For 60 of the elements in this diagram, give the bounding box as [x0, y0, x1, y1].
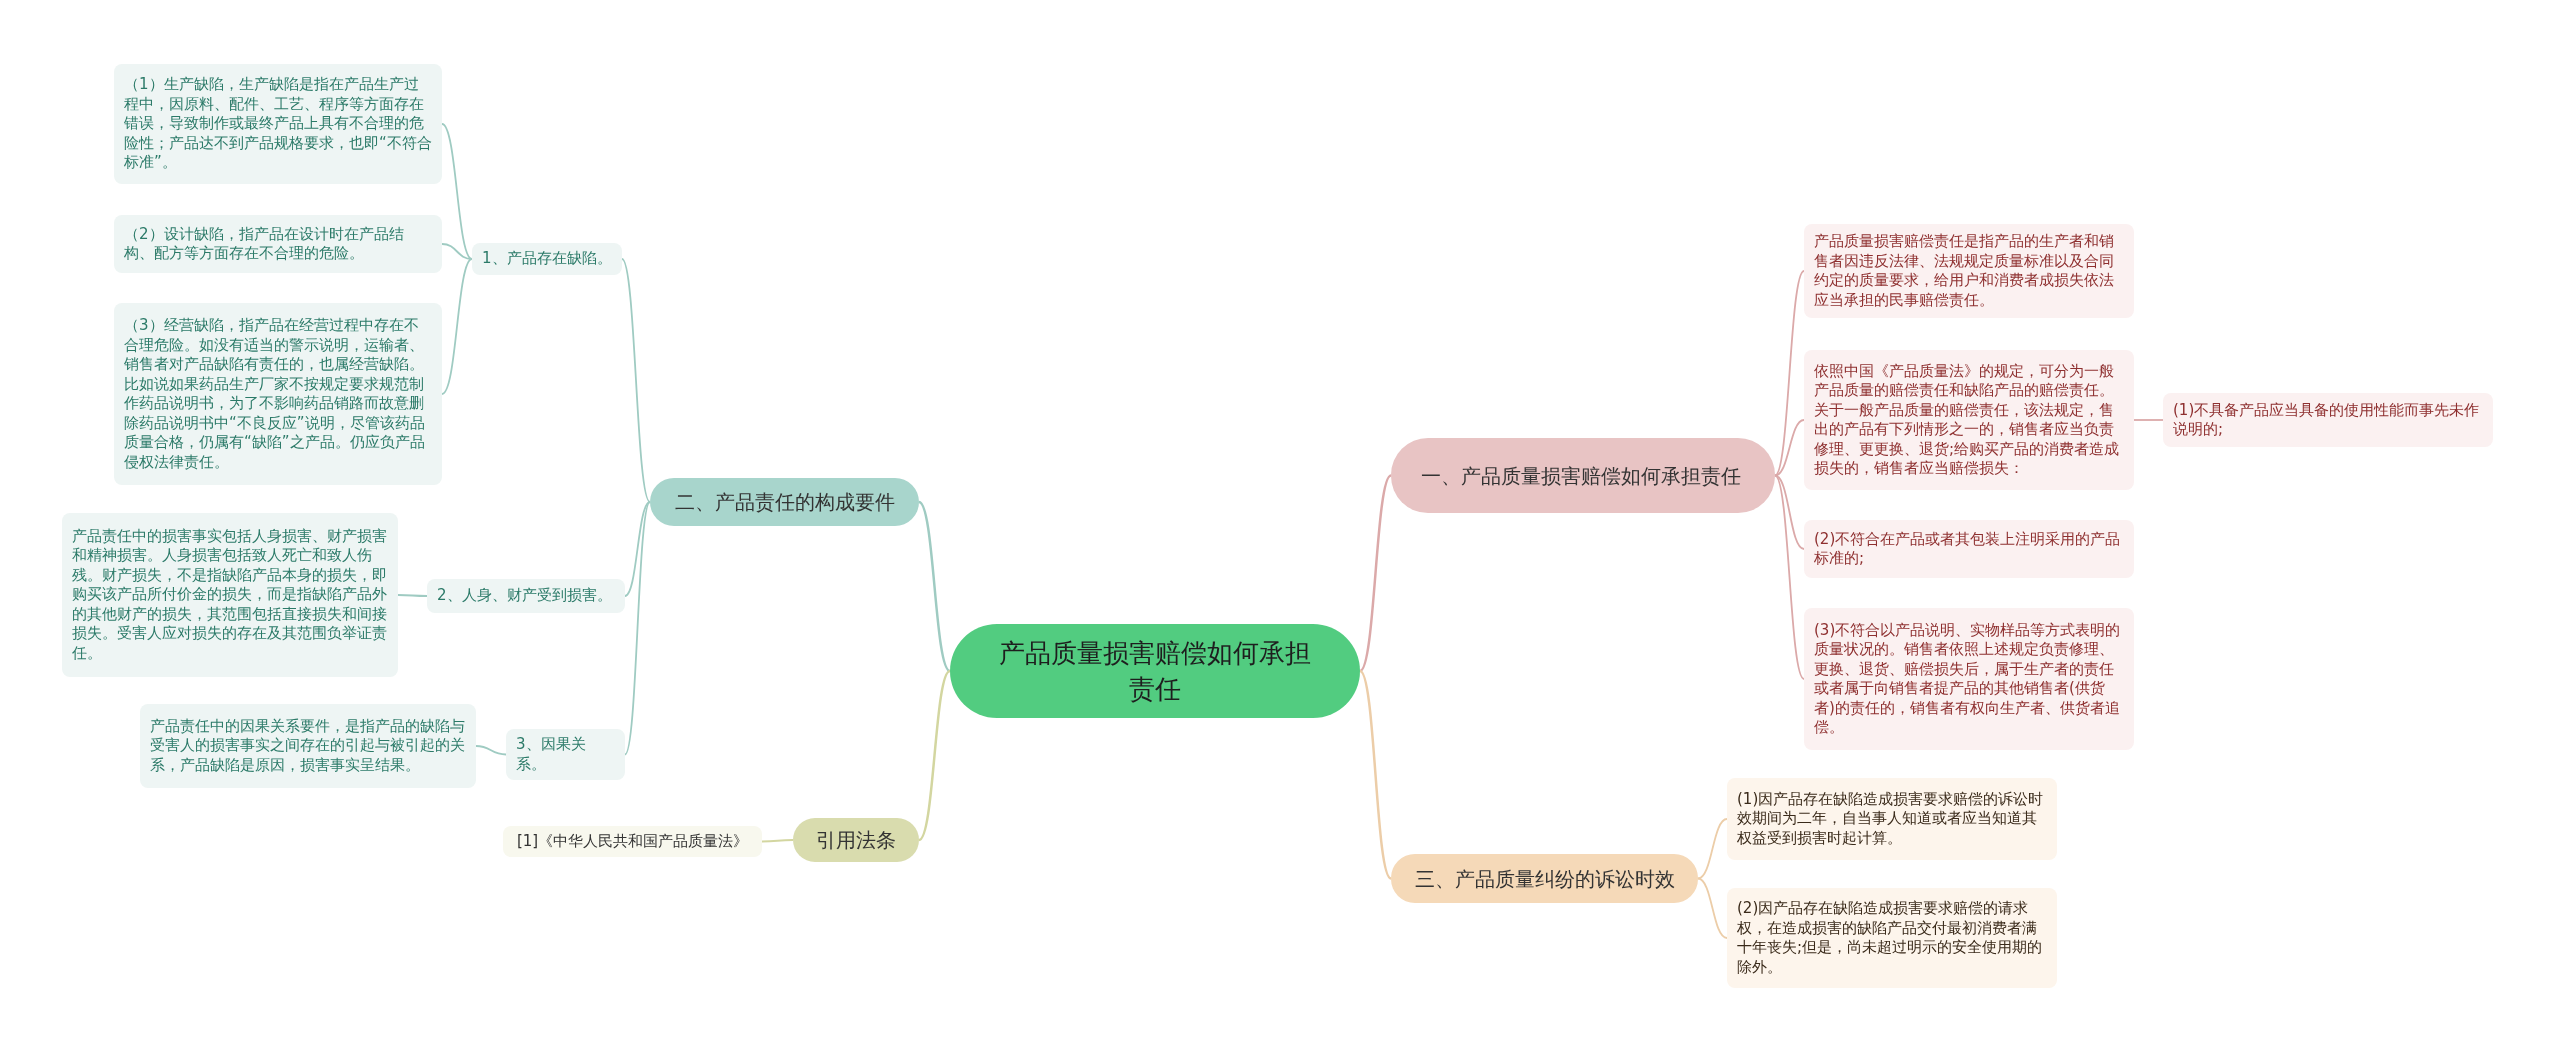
subtopic-box [1804, 350, 2134, 490]
connector-line [441, 243, 473, 260]
topic-text: （3）经营缺陷，指产品在经营过程中存在不合理危险。如没有适当的警示说明，运输者、销售者对产品缺陷有责任的，也属经营缺陷。比如说如果药品生产厂家不按规定要求规范制作药品说明书，为了不影响药品销路而故意删除药品说明书中“不良反应”说明，尽管该药品质量合格，仍属有“缺陷”之产品。仍应负产品侵权法律责任。 [124, 316, 426, 472]
connector-line [1359, 474, 1392, 672]
subtopic-box [1804, 224, 2134, 318]
connector-line [1774, 270, 1805, 477]
connector-line [1774, 474, 1805, 550]
connector-line [441, 258, 473, 395]
topic-text: 1、产品存在缺陷。 [482, 249, 612, 269]
subtopic-box [503, 826, 762, 857]
topic-text: 产品责任中的因果关系要件，是指产品的缺陷与受害人的损害事实之间存在的引起与被引起的关系，产品缺陷是原因，损害事实呈结果。 [150, 716, 466, 776]
subtopic-box [506, 729, 625, 780]
topic-text: (1)不具备产品应当具备的使用性能而事先未作说明的; [2173, 400, 2481, 440]
topic-text: [1]《中华人民共和国产品质量法》 [515, 831, 750, 852]
topic-text: （2）设计缺陷，指产品在设计时在产品结构、配方等方面存在不合理的危险。 [124, 224, 405, 264]
topic-text: 三、产品质量纠纷的诉讼时效 [1413, 865, 1676, 893]
topic-text: 依照中国《产品质量法》的规定，可分为一般产品质量的赔偿责任和缺陷产品的赔偿责任。关于一般产品质量的赔偿责任，该法规定，售出的产品有下列情形之一的，销售者应当负责修理、更更换、退货;给购买产品的消费者造成损失的，销售者应当赔偿损失： [1814, 361, 2121, 479]
connector-line [1774, 474, 1805, 680]
connector-line [1697, 818, 1728, 880]
connector-line [1774, 419, 1805, 477]
connector-line [475, 745, 507, 756]
topic-text: 产品质量损害赔偿如何承担责任 [998, 636, 1312, 706]
connector-line [624, 501, 651, 597]
topic-text: 3、因果关系。 [516, 735, 587, 774]
topic-text: (1)因产品存在缺陷造成损害要求赔偿的诉讼时效期间为二年，自当事人知道或者应当知道其权益受到损害时起计算。 [1737, 789, 2045, 849]
connector-line [621, 258, 651, 503]
branch-topic [793, 818, 919, 862]
topic-text: （1）生产缺陷，生产缺陷是指在产品生产过程中，因原料、配件、工艺、程序等方面存在错误，导致制作或最终产品上具有不合理的危险性；产品达不到产品规格要求，也即“不符合标准”。 [124, 75, 432, 173]
subtopic-box [1804, 608, 2134, 750]
connector-line [918, 670, 951, 841]
connector-line [397, 594, 428, 597]
subtopic-box [114, 64, 442, 184]
subtopic-box [1727, 888, 2057, 988]
subtopic-box [1804, 520, 2134, 578]
branch-topic [1391, 854, 1698, 903]
subtopic-box [140, 704, 476, 788]
topic-text: 引用法条 [815, 827, 897, 854]
subtopic-box [114, 303, 442, 485]
branch-topic [650, 478, 919, 526]
subtopic-box [472, 243, 622, 275]
connector-line [761, 839, 794, 843]
topic-text: (2)因产品存在缺陷造成损害要求赔偿的请求权，在造成损害的缺陷产品交付最初消费者满十年丧失;但是，尚未超过明示的安全使用期的除外。 [1737, 899, 2044, 977]
topic-text: 2、人身、财产受到损害。 [437, 586, 613, 606]
topic-text: 二、产品责任的构成要件 [673, 489, 896, 516]
subtopic-box [62, 513, 398, 677]
topic-text: (2)不符合在产品或者其包装上注明采用的产品标准的; [1814, 529, 2122, 569]
connector-line [1697, 877, 1728, 939]
topic-text: 产品质量损害赔偿责任是指产品的生产者和销售者因违反法律、法规规定质量标准以及合同约定的质量要求，给用户和消费者成损失依法应当承担的民事赔偿责任。 [1814, 232, 2115, 310]
connector-line [441, 123, 473, 260]
connector-line [918, 501, 951, 672]
connector-line [624, 501, 651, 756]
topic-text: 产品责任中的损害事实包括人身损害、财产损害和精神损害。人身损害包括致人死亡和致人伤残。财产损失，不是指缺陷产品本身的损失，即购买该产品所付价金的损失，而是指缺陷产品外的其他财产的损失，其范围包括直接损失和间接损失。受害人应对损失的存在及其范围负举证责任。 [72, 526, 388, 664]
topic-text: 一、产品质量损害赔偿如何承担责任 [1421, 462, 1742, 490]
subtopic-box [1727, 778, 2057, 860]
subtopic-box [427, 579, 625, 613]
connector-line [1359, 670, 1392, 880]
subtopic-box [2163, 393, 2493, 447]
topic-text: (3)不符合以产品说明、实物样品等方式表明的质量状况的。销售者依照上述规定负责修理、更换、退货、赔偿损失后，属于生产者的责任或者属于向销售者提产品的其他销售者(供货者)的责任的，销售者有权向生产者、供货者追偿。 [1814, 620, 2122, 738]
connector-line [2133, 419, 2164, 421]
subtopic-box [114, 215, 442, 273]
